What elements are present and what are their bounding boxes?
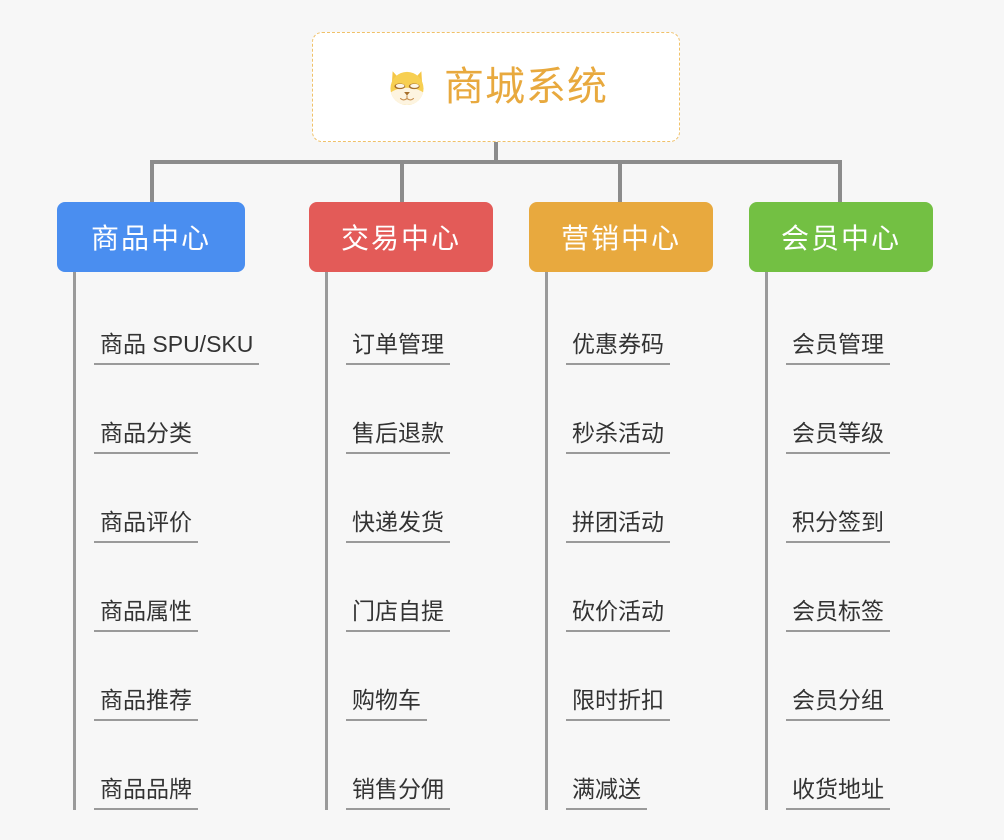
list-item[interactable]: 商品属性 — [76, 543, 277, 632]
list-item-label: 销售分佣 — [346, 776, 450, 810]
root-title: 商城系统 — [444, 65, 608, 109]
list-item[interactable]: 秒杀活动 — [548, 365, 749, 454]
list-item-label: 会员等级 — [786, 420, 890, 454]
list-item-label: 满减送 — [566, 776, 647, 810]
list-item[interactable]: 商品推荐 — [76, 632, 277, 721]
list-item[interactable]: 砍价活动 — [548, 543, 749, 632]
branch-spine: 订单管理 售后退款 快递发货 门店自提 购物车 销售分佣 — [325, 272, 529, 810]
list-item-label: 秒杀活动 — [566, 420, 670, 454]
branch-spine: 会员管理 会员等级 积分签到 会员标签 会员分组 收货地址 — [765, 272, 969, 810]
list-item-label: 限时折扣 — [566, 687, 670, 721]
list-item[interactable]: 限时折扣 — [548, 632, 749, 721]
list-item-label: 订单管理 — [346, 331, 450, 365]
list-item[interactable]: 会员等级 — [768, 365, 969, 454]
category-header-member-center[interactable]: 会员中心 — [749, 202, 933, 272]
dog-face-icon — [390, 71, 424, 107]
list-item-label: 购物车 — [346, 687, 427, 721]
list-item[interactable]: 商品 SPU/SKU — [76, 276, 277, 365]
branch-member-center: 会员中心 会员管理 会员等级 积分签到 会员标签 会员分组 收货地址 — [749, 202, 969, 810]
list-item-label: 积分签到 — [786, 509, 890, 543]
list-item-label: 商品属性 — [94, 598, 198, 632]
list-item[interactable]: 拼团活动 — [548, 454, 749, 543]
list-item-label: 会员标签 — [786, 598, 890, 632]
list-item[interactable]: 购物车 — [328, 632, 529, 721]
list-item[interactable]: 订单管理 — [328, 276, 529, 365]
list-item-label: 售后退款 — [346, 420, 450, 454]
category-header-marketing-center[interactable]: 营销中心 — [529, 202, 713, 272]
category-title: 营销中心 — [560, 223, 681, 254]
branch-product-center: 商品中心 商品 SPU/SKU 商品分类 商品评价 商品属性 商品推荐 商品品牌 — [57, 202, 277, 810]
list-item-label: 门店自提 — [346, 598, 450, 632]
connector-bus — [150, 160, 842, 164]
branch-trade-center: 交易中心 订单管理 售后退款 快递发货 门店自提 购物车 销售分佣 — [309, 202, 529, 810]
category-header-product-center[interactable]: 商品中心 — [57, 202, 245, 272]
list-item-label: 商品 SPU/SKU — [94, 331, 260, 365]
list-item-label: 商品推荐 — [94, 687, 198, 721]
list-item-label: 会员管理 — [786, 331, 890, 365]
list-item[interactable]: 商品评价 — [76, 454, 277, 543]
list-item[interactable]: 销售分佣 — [328, 721, 529, 810]
connector-drop-4 — [838, 160, 842, 202]
branch-spine: 优惠券码 秒杀活动 拼团活动 砍价活动 限时折扣 满减送 — [545, 272, 749, 810]
connector-drop-3 — [618, 160, 622, 202]
list-item[interactable]: 会员标签 — [768, 543, 969, 632]
category-header-trade-center[interactable]: 交易中心 — [309, 202, 493, 272]
list-item[interactable]: 收货地址 — [768, 721, 969, 810]
list-item[interactable]: 商品分类 — [76, 365, 277, 454]
list-item-label: 会员分组 — [786, 687, 890, 721]
list-item[interactable]: 满减送 — [548, 721, 749, 810]
root-node-shop-system[interactable]: 商城系统 — [312, 32, 680, 142]
list-item[interactable]: 快递发货 — [328, 454, 529, 543]
category-title: 商品中心 — [90, 223, 211, 254]
branch-spine: 商品 SPU/SKU 商品分类 商品评价 商品属性 商品推荐 商品品牌 — [73, 272, 277, 810]
list-item[interactable]: 门店自提 — [328, 543, 529, 632]
connector-drop-2 — [400, 160, 404, 202]
list-item[interactable]: 优惠券码 — [548, 276, 749, 365]
branch-marketing-center: 营销中心 优惠券码 秒杀活动 拼团活动 砍价活动 限时折扣 满减送 — [529, 202, 749, 810]
list-item-label: 砍价活动 — [566, 598, 670, 632]
list-item-label: 商品分类 — [94, 420, 198, 454]
category-title: 会员中心 — [780, 223, 901, 254]
connector-stem — [494, 142, 498, 164]
list-item[interactable]: 商品品牌 — [76, 721, 277, 810]
list-item[interactable]: 会员分组 — [768, 632, 969, 721]
category-title: 交易中心 — [340, 223, 461, 254]
list-item-label: 收货地址 — [786, 776, 890, 810]
list-item[interactable]: 会员管理 — [768, 276, 969, 365]
list-item-label: 优惠券码 — [566, 331, 670, 365]
list-item-label: 拼团活动 — [566, 509, 670, 543]
connector-drop-1 — [150, 160, 154, 202]
list-item-label: 商品品牌 — [94, 776, 198, 810]
list-item[interactable]: 积分签到 — [768, 454, 969, 543]
list-item-label: 快递发货 — [346, 509, 450, 543]
list-item[interactable]: 售后退款 — [328, 365, 529, 454]
list-item-label: 商品评价 — [94, 509, 198, 543]
